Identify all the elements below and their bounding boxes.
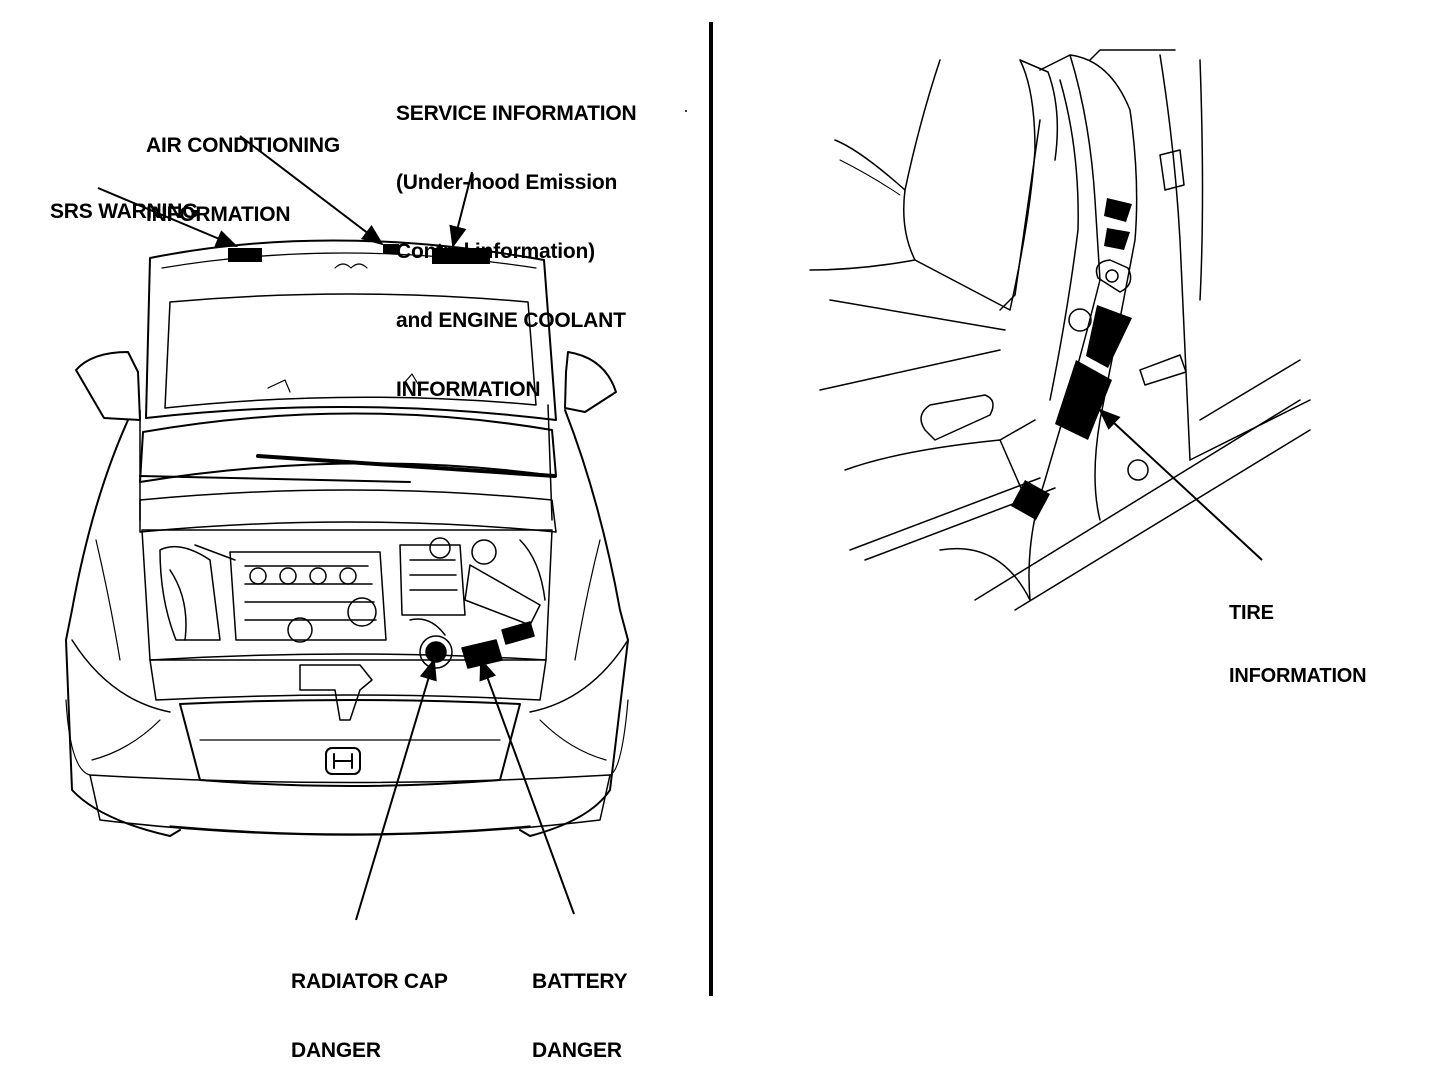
pillar-label-blocks xyxy=(1011,198,1132,520)
radiator-cap-leader xyxy=(355,657,437,921)
front-bumper xyxy=(149,653,547,701)
tire-info-label-block-2 xyxy=(1055,360,1112,440)
seat xyxy=(903,59,1036,311)
air-conditioning-leader xyxy=(239,135,384,246)
car-front-illustration xyxy=(65,239,629,837)
lower-bumper xyxy=(89,774,611,836)
door-striker xyxy=(1095,259,1132,293)
label-locations-diagram xyxy=(65,22,1311,996)
door-pillar-illustration xyxy=(809,49,1311,611)
radiator-cap-danger-label: RADIATOR CAP DANGER xyxy=(291,970,448,1062)
battery-leader xyxy=(479,657,575,915)
left-mirror xyxy=(75,351,141,421)
wiper-blade xyxy=(256,454,557,478)
body-left-side xyxy=(65,419,181,837)
service-info-label-block xyxy=(432,248,490,264)
b-pillar xyxy=(1028,54,1101,601)
tire-information-label: TIRE INFORMATION xyxy=(1229,602,1367,687)
honda-emblem xyxy=(325,747,361,775)
service-info-leader xyxy=(449,171,473,249)
battery-danger-label: BATTERY DANGER xyxy=(532,970,628,1062)
hood-inner-panel xyxy=(164,293,537,409)
engine-details xyxy=(159,537,546,669)
tire-info-label-block xyxy=(1086,305,1132,368)
service-information-label: SERVICE INFORMATION (Under-hood Emission… xyxy=(396,102,637,401)
right-mirror xyxy=(564,351,617,413)
tire-information-leader xyxy=(1098,408,1263,561)
air-conditioning-label: AIR CONDITIONING INFORMATION xyxy=(146,134,340,226)
srs-warning-label: SRS WARNING xyxy=(50,200,199,223)
srs-warning-label-block xyxy=(228,248,262,262)
air-conditioning-label-block xyxy=(383,244,399,254)
srs-warning-leader xyxy=(97,187,239,247)
hood-outline xyxy=(145,239,557,421)
